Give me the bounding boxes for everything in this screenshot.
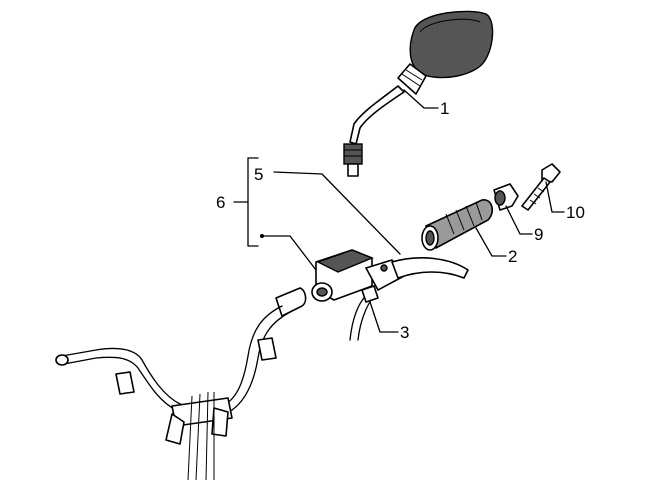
- leader-5: [273, 171, 401, 255]
- brake-hose-part: [349, 285, 379, 341]
- right-clamp: [257, 337, 277, 361]
- bolt-head: [541, 163, 561, 183]
- leader-10: [545, 181, 565, 213]
- brake-lever: [391, 257, 469, 279]
- leader-2: [475, 227, 507, 257]
- bar-end-part: [493, 183, 519, 211]
- reservoir-cap: [316, 249, 374, 273]
- callout-6: 6: [216, 193, 225, 212]
- leader-6: [261, 235, 317, 271]
- handlebar-left-tip: [55, 354, 69, 366]
- brake-lever-part: [391, 257, 469, 279]
- mirror-head: [409, 10, 494, 79]
- callout-10: 10: [566, 203, 585, 222]
- handlebar-right-tube: [275, 287, 307, 317]
- callout-9: 9: [534, 225, 543, 244]
- mirror-boot: [397, 63, 427, 95]
- callout-labels: 1 2 3 5 6 9 10: [216, 99, 585, 342]
- leader-1: [403, 89, 439, 109]
- bolt-part: [521, 163, 561, 211]
- callout-5: 5: [254, 165, 263, 184]
- leader-lines: [233, 89, 565, 333]
- handlebar-frame: [55, 287, 307, 481]
- grip-part: [421, 199, 494, 251]
- mirror-thread: [343, 143, 363, 165]
- bolt-shank: [521, 177, 551, 211]
- mirror-part: [343, 10, 494, 177]
- callout-3: 3: [400, 323, 409, 342]
- master-cylinder-part: [311, 249, 405, 302]
- grip-body: [424, 199, 494, 250]
- leader-9: [505, 205, 533, 235]
- mirror-stem: [349, 85, 405, 145]
- handlebar-main: [225, 305, 283, 405]
- callout-2: 2: [508, 247, 517, 266]
- leader-3: [369, 301, 399, 333]
- callout-1: 1: [440, 99, 449, 118]
- left-clamp: [115, 371, 135, 395]
